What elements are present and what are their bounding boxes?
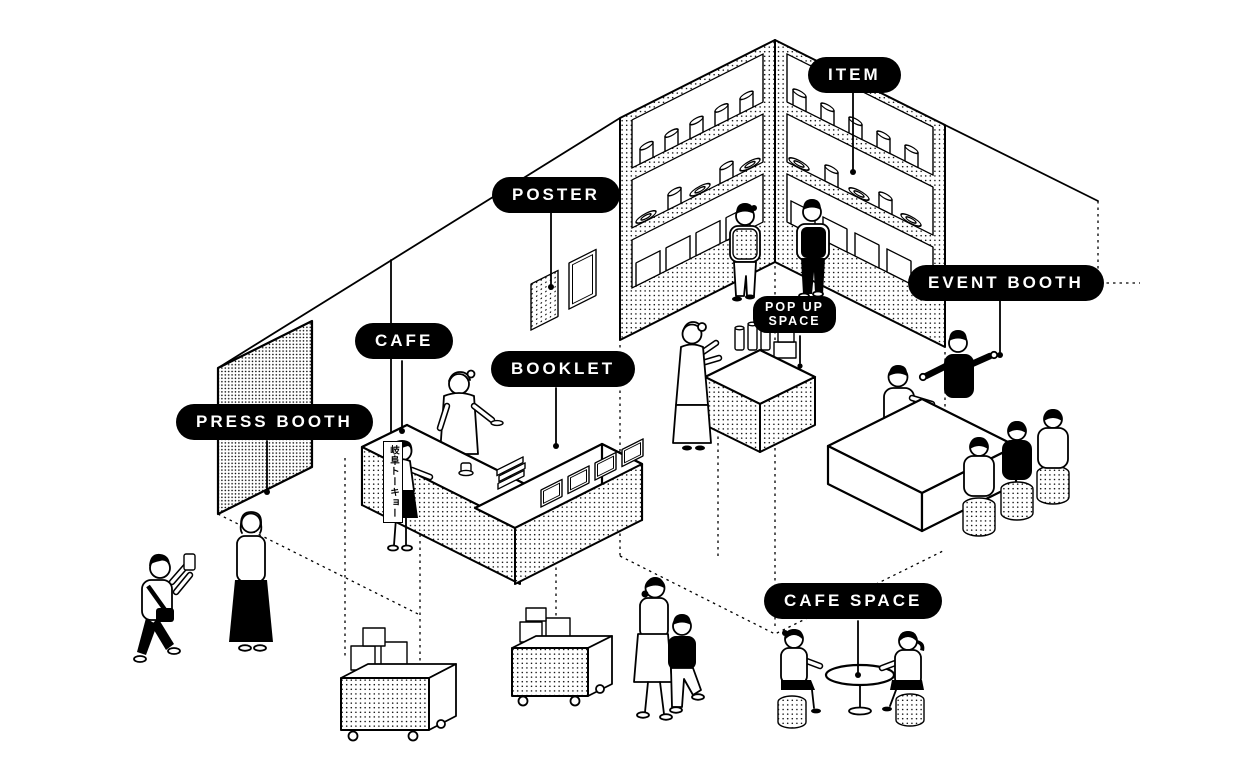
- stock-cart-1: [340, 627, 457, 742]
- label-item: ITEM: [808, 57, 901, 93]
- pop-up-table: [703, 321, 817, 453]
- person-shopper-2: [796, 199, 830, 300]
- stock-cart-2: [511, 607, 613, 707]
- label-press-booth-text: PRESS BOOTH: [196, 412, 353, 431]
- label-cafe: CAFE: [355, 323, 454, 359]
- booklet-counter: [458, 438, 644, 585]
- hanging-sign-text: 岐阜トーキョー: [388, 445, 399, 519]
- cafe-space-table: [824, 663, 896, 716]
- label-cafe-space: CAFE SPACE: [764, 583, 943, 619]
- label-booklet-text: BOOKLET: [511, 359, 616, 378]
- person-event-speaker: [918, 330, 999, 398]
- label-pop-up-space: POP UP SPACE: [753, 296, 837, 333]
- label-item-text: ITEM: [828, 65, 881, 84]
- person-cafe-space-left: [777, 629, 824, 729]
- person-walker-short: [668, 614, 705, 714]
- label-cafe-text: CAFE: [375, 331, 434, 350]
- label-cafe-space-text: CAFE SPACE: [784, 591, 923, 610]
- event-audience: [962, 409, 1070, 537]
- hanging-sign: 岐阜トーキョー: [383, 441, 403, 523]
- label-event-booth: EVENT BOOTH: [908, 265, 1104, 301]
- label-press-booth: PRESS BOOTH: [176, 404, 373, 440]
- label-connectors: [264, 92, 1003, 678]
- label-pop-up-line2: SPACE: [768, 314, 821, 329]
- person-walker-tall: [633, 577, 673, 721]
- person-photographer: [133, 553, 196, 663]
- poster-frames: [530, 248, 597, 331]
- person-long-skirt: [229, 511, 273, 652]
- person-popup-host: [672, 321, 723, 451]
- person-cafe-space-right: [878, 631, 925, 727]
- label-event-booth-text: EVENT BOOTH: [928, 273, 1084, 292]
- person-shopper-1: [729, 203, 761, 302]
- label-pop-up-line1: POP UP: [765, 300, 825, 314]
- label-booklet: BOOKLET: [491, 351, 636, 387]
- label-poster: POSTER: [492, 177, 620, 213]
- label-poster-text: POSTER: [512, 185, 600, 204]
- person-cafe-staff: [436, 369, 504, 455]
